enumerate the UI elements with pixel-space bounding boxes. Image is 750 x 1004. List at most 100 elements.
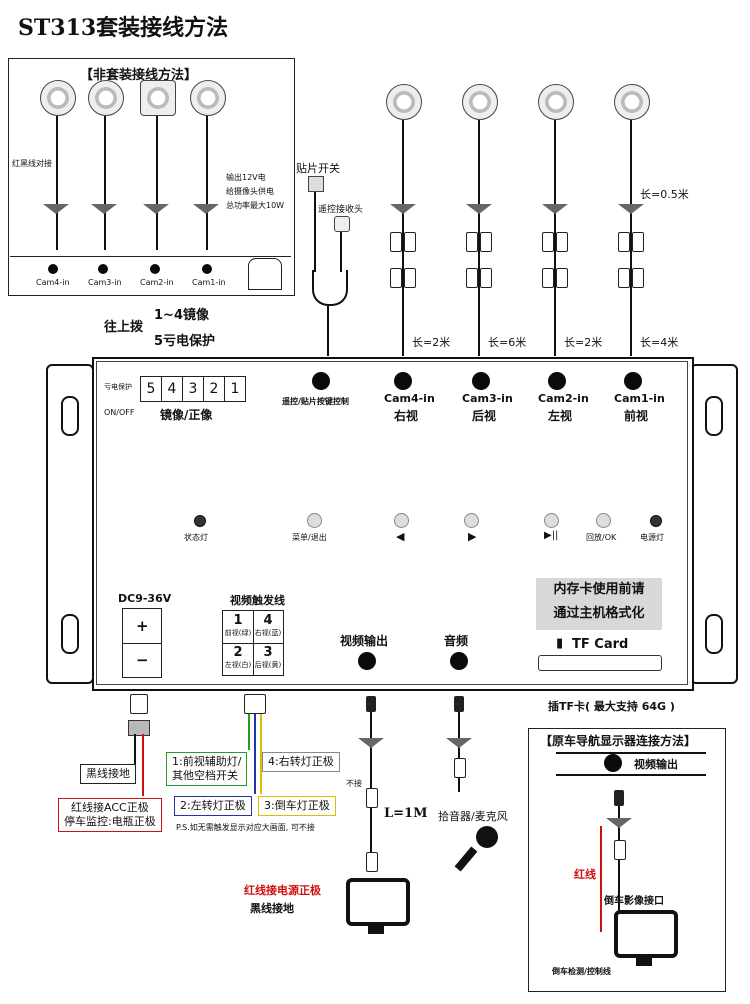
cam2-view: 左视 — [548, 409, 573, 423]
connector-icon — [618, 268, 630, 288]
mount-slot — [61, 614, 79, 654]
inset-ear — [248, 258, 282, 290]
inset-heading: 【非套装接线方法】 — [80, 68, 198, 83]
y-cable — [312, 270, 348, 306]
cam3-label: Cam3-in — [462, 392, 513, 405]
playback-label: 回放/OK — [586, 533, 617, 542]
connector-block — [128, 720, 150, 736]
receiver-icon — [334, 216, 350, 232]
status-led-label: 状态灯 — [184, 533, 208, 542]
cable-line — [206, 116, 208, 250]
cable-line — [618, 806, 620, 926]
cam4-view: 右视 — [394, 409, 419, 423]
cable-length: 长=2米 — [564, 336, 603, 349]
trigger1-line-b: 其他空档开关 — [172, 769, 238, 782]
remote-receiver-label: 遥控接收头 — [318, 205, 364, 215]
cable-line — [156, 116, 158, 250]
cable-line — [340, 232, 342, 272]
camera-icon — [538, 84, 574, 120]
camera-icon — [40, 80, 76, 116]
patch-switch-label: 贴片开关 — [296, 162, 340, 175]
cam1-port[interactable] — [624, 372, 642, 390]
cam3-view: 后视 — [472, 409, 497, 423]
ps-note: P.S.如无需触发显示对应大画面, 可不接 — [176, 823, 315, 832]
trigger-divider — [223, 643, 283, 644]
trigger2-box: 2:左转灯正极 — [174, 796, 252, 816]
trigger3-box: 3:倒车灯正极 — [258, 796, 336, 816]
connector-icon — [542, 232, 554, 252]
connector-icon — [366, 852, 378, 872]
monitor-icon — [614, 910, 678, 966]
trigger-title: 视频触发线 — [230, 594, 285, 607]
inset-port-label: Cam2-in — [140, 278, 174, 287]
mount-slot — [705, 396, 723, 436]
play-pause-button[interactable] — [544, 513, 559, 528]
dip-label-left: 亏电保护 — [104, 383, 132, 391]
main-unit — [92, 357, 694, 691]
audio-cable — [458, 712, 460, 792]
video-out-port-icon — [604, 754, 622, 772]
dip-4[interactable]: 4 — [161, 377, 182, 401]
arrow-down-icon — [143, 204, 169, 214]
cam1-label: Cam1-in — [614, 392, 665, 405]
length-1m: L=1M — [384, 806, 428, 821]
left-button[interactable] — [394, 513, 409, 528]
red-acc-line: 红线接ACC正极 — [71, 801, 149, 814]
audio-label: 音频 — [444, 634, 469, 648]
connector-icon — [618, 232, 630, 252]
dip-1[interactable]: 1 — [224, 377, 245, 401]
menu-label: 菜单/退出 — [292, 533, 327, 542]
arrow-down-icon — [358, 738, 384, 748]
cam2-label: Cam2-in — [538, 392, 589, 405]
on-off-label: ON/OFF — [104, 408, 135, 417]
video-out-port[interactable] — [358, 652, 376, 670]
audio-plug-icon — [454, 696, 464, 712]
connector-icon — [454, 758, 466, 778]
camera-icon — [88, 80, 124, 116]
inset-port-label: Cam3-in — [88, 278, 122, 287]
remote-port[interactable] — [312, 372, 330, 390]
trigger4-box: 4:右转灯正极 — [262, 752, 340, 772]
play-pause-label: ▶|| — [544, 530, 559, 541]
monitor-icon — [346, 878, 410, 934]
cam4-port[interactable] — [394, 372, 412, 390]
audio-port[interactable] — [450, 652, 468, 670]
trigger-4-desc: 右视(蓝) — [254, 629, 282, 637]
cam2-port[interactable] — [548, 372, 566, 390]
cable-line — [554, 120, 556, 356]
video-out-label: 视频输出 — [340, 634, 389, 648]
connector-icon — [632, 232, 644, 252]
status-led — [194, 515, 206, 527]
trigger-plug-icon — [244, 694, 266, 714]
trigger-3-desc: 后视(黄) — [254, 661, 282, 669]
dip-switch[interactable]: 5 4 3 2 1 — [140, 376, 246, 402]
remote-port-label: 遥控/贴片按键控制 — [282, 397, 349, 406]
dc-label: DC9-36V — [118, 592, 172, 605]
terminal-divider — [123, 643, 161, 644]
page-title: ST313套装接线方法 — [18, 15, 229, 41]
cam3-port[interactable] — [472, 372, 490, 390]
red-wire — [142, 734, 144, 796]
black-ground-box: 黑线接地 — [80, 764, 136, 784]
dip-5[interactable]: 5 — [146, 381, 156, 397]
playback-button[interactable] — [596, 513, 611, 528]
cable-line — [314, 192, 316, 272]
tf-card-slot[interactable] — [538, 655, 662, 671]
green-wire — [248, 714, 250, 750]
memo-line-1: 内存卡使用前请 — [553, 582, 645, 597]
right-button[interactable] — [464, 513, 479, 528]
memo-line-2: 通过主机格式化 — [553, 606, 645, 621]
menu-button[interactable] — [307, 513, 322, 528]
dip-3[interactable]: 3 — [182, 377, 203, 401]
camera-icon — [140, 80, 176, 116]
dip-2[interactable]: 2 — [203, 377, 224, 401]
arrow-down-icon — [390, 204, 416, 214]
camera-icon — [190, 80, 226, 116]
camera-icon — [386, 84, 422, 120]
power-terminal[interactable]: + − — [122, 608, 162, 678]
dip-note-mirror: 1~4镜像 — [154, 308, 209, 323]
divider — [556, 774, 706, 776]
